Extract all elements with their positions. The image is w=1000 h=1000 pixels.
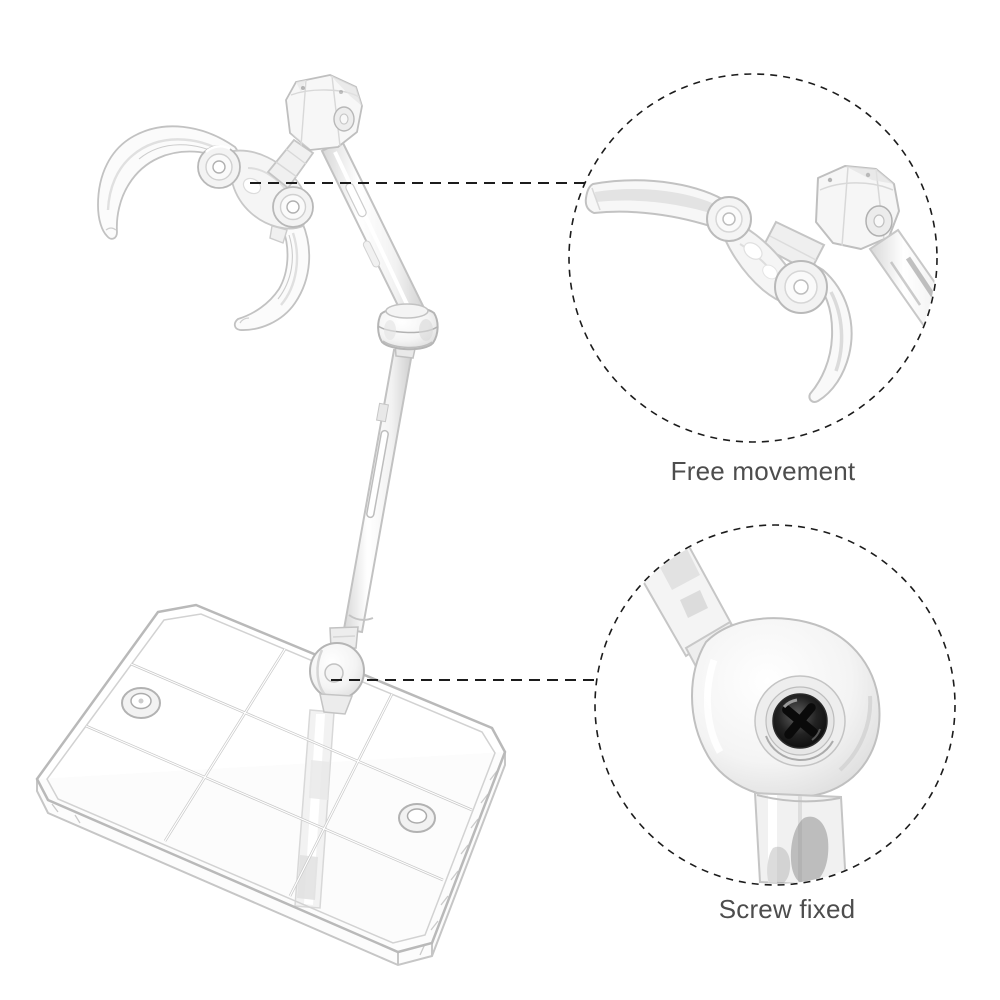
- callout-free-movement-detail: [584, 165, 936, 403]
- screw: [754, 675, 846, 767]
- callout-knob: [815, 165, 900, 250]
- claw-disc-joint: [197, 145, 241, 189]
- peg-hole: [121, 687, 161, 719]
- peg-hole: [398, 803, 436, 833]
- base-ball-joint: [309, 626, 365, 715]
- top-knob: [285, 74, 363, 151]
- claw-clamp: [97, 74, 363, 331]
- claw-disc-joint: [272, 186, 314, 228]
- column-reflection: [294, 709, 335, 909]
- free-movement-label: Free movement: [670, 456, 856, 486]
- stand-base-plate: [35, 603, 507, 967]
- screw-fixed-label: Screw fixed: [718, 894, 856, 924]
- support-arm: [309, 139, 439, 715]
- elbow-joint: [377, 303, 439, 351]
